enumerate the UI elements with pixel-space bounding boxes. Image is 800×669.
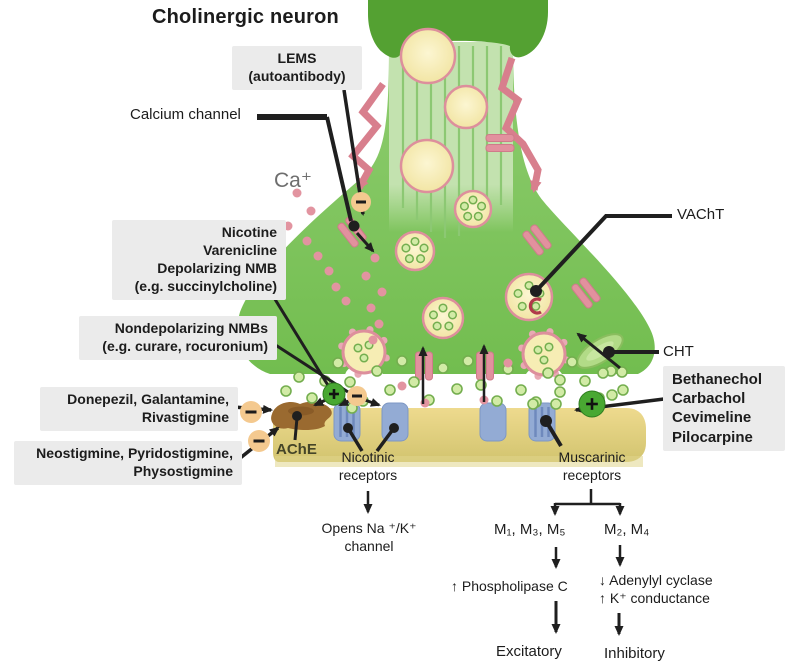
ach-vesicle <box>421 296 465 340</box>
ach-molecule <box>451 383 463 395</box>
ach-molecule <box>554 386 566 398</box>
m24-effect-label: ↓ Adenylyl cyclase ↑ K⁺ conductance <box>599 572 713 606</box>
ach-molecule <box>617 384 629 396</box>
ach-molecule <box>332 357 344 369</box>
inhibit-badge-icon <box>351 192 371 212</box>
ach-molecule <box>384 384 396 396</box>
stimulate-badge-icon <box>322 382 346 406</box>
ion-dot <box>361 271 371 281</box>
figure-title: Cholinergic neuron <box>152 6 339 28</box>
ach-molecule <box>437 362 449 374</box>
ion-dot <box>397 381 407 391</box>
ion-dot <box>370 253 380 263</box>
inhibit-badge-icon <box>347 386 367 406</box>
ach-molecule <box>616 366 628 378</box>
ion-dot <box>324 266 334 276</box>
synaptic-vesicle <box>399 27 457 85</box>
ion-dot <box>292 188 302 198</box>
ach-molecule <box>550 398 562 410</box>
callout-nondepolarizing-nmbs: Nondepolarizing NMBs (e.g. curare, rocur… <box>79 316 277 360</box>
ion-dot <box>313 251 323 261</box>
ach-molecule <box>597 367 609 379</box>
ach-molecule <box>344 376 356 388</box>
muscarinic-receptors-label: Muscarinic receptors <box>558 449 626 483</box>
m24-outcome-label: Inhibitory <box>604 645 665 662</box>
ach-molecule <box>371 365 383 377</box>
ion-dot <box>374 319 384 329</box>
nicotinic-effect-label: Opens Na ⁺/K⁺ channel <box>321 520 417 554</box>
nicotinic-receptors-label: Nicotinic receptors <box>338 449 398 483</box>
m135-effect-label: ↑ Phospholipase C <box>451 578 568 594</box>
callout-calcium-channel: Calcium channel <box>130 106 241 123</box>
ion-dot <box>341 296 351 306</box>
ach-molecule <box>396 355 408 367</box>
m135-label: M₁, M₃, M₅ <box>494 521 566 538</box>
m135-outcome-label: Excitatory <box>496 643 562 660</box>
callout-ache-inhibitors-central: Donepezil, Galantamine, Rivastigmine <box>40 387 238 431</box>
ion-dot <box>377 287 387 297</box>
ach-molecule <box>306 392 318 404</box>
ach-molecule <box>515 384 527 396</box>
ion-dot <box>331 282 341 292</box>
m24-label: M₂, M₄ <box>604 521 650 538</box>
ion-dot <box>302 236 312 246</box>
ion-dot <box>368 335 378 345</box>
callout-muscarinic-agonists: Bethanechol Carbachol Cevimeline Pilocar… <box>663 366 785 451</box>
inhibit-badge-icon <box>248 430 270 452</box>
ach-molecule <box>293 371 305 383</box>
ach-molecule <box>579 375 591 387</box>
ion-channel-icon <box>485 134 515 152</box>
synaptic-vesicle <box>443 84 489 130</box>
stimulate-badge-icon <box>578 390 606 418</box>
ion-dot <box>306 206 316 216</box>
vacht-label: VAChT <box>677 206 725 223</box>
calcium-ion-label: Ca⁺ <box>274 169 312 192</box>
inhibit-badge-icon <box>240 401 262 423</box>
callout-ache-inhibitors-peripheral: Neostigmine, Pyridostigmine, Physostigmi… <box>14 441 242 485</box>
ach-molecule <box>566 356 578 368</box>
ach-vesicle <box>394 230 436 272</box>
cht-label: CHT <box>663 343 694 360</box>
figure-dynamic-layer <box>280 27 629 442</box>
ion-dot <box>366 303 376 313</box>
receptor-icon <box>381 402 409 442</box>
ion-channel-icon <box>571 277 601 309</box>
ach-molecule <box>408 376 420 388</box>
ion-channel-icon <box>476 351 494 381</box>
ach-molecule <box>606 389 618 401</box>
callout-nicotinic-agonists: Nicotine Varenicline Depolarizing NMB (e… <box>112 220 286 300</box>
pointer-dots <box>292 220 615 433</box>
ach-molecule <box>280 385 292 397</box>
effect-badges <box>240 192 606 452</box>
action-potential-icon <box>348 56 542 193</box>
ach-molecule <box>527 398 539 410</box>
ach-molecule <box>491 395 503 407</box>
ion-dot <box>503 358 513 368</box>
ach-vesicle <box>453 189 493 229</box>
ache-label: AChE <box>276 441 317 458</box>
receptor-icon <box>479 402 507 442</box>
ach-molecule <box>462 355 474 367</box>
vacht-marker-icon <box>528 297 542 315</box>
ion-channel-icon <box>522 224 552 256</box>
synaptic-vesicle <box>399 138 455 194</box>
ach-molecule <box>554 374 566 386</box>
ach-molecule <box>542 367 554 379</box>
callout-lems: LEMS (autoantibody) <box>232 46 362 90</box>
